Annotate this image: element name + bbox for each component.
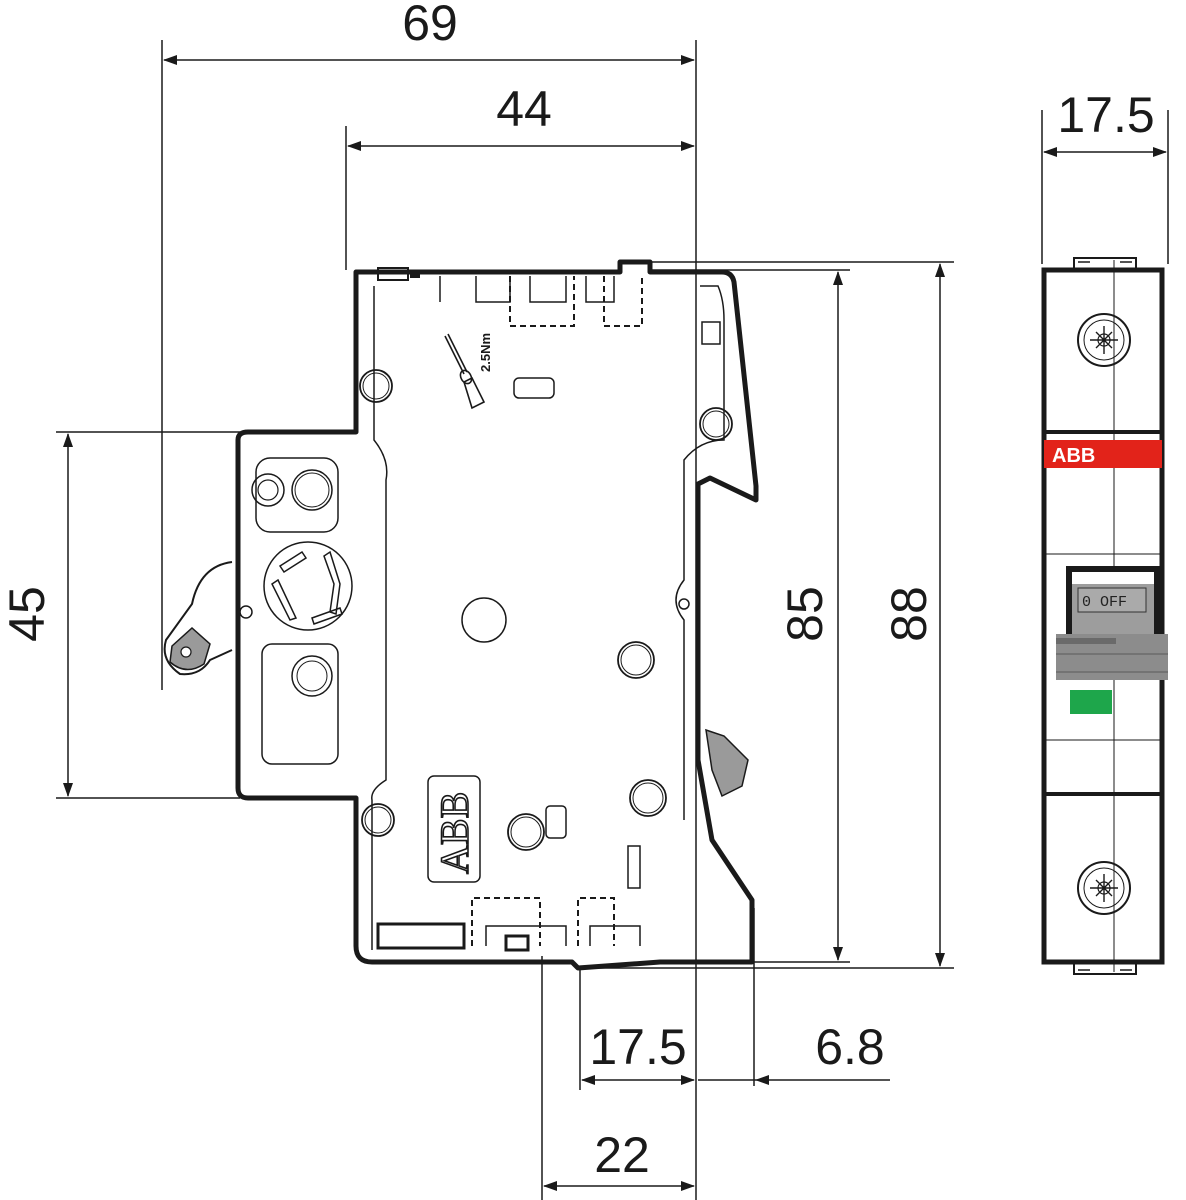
din-clip (705, 728, 749, 798)
status-indicator (1070, 690, 1112, 714)
screwdriver-icon (444, 333, 486, 410)
dim-front-width: 17.5 (1057, 87, 1154, 143)
top-screw-icon (1077, 313, 1131, 367)
dim-mounting-height: 45 (0, 586, 55, 642)
dim-overall-height: 88 (881, 586, 937, 642)
brand-band (1044, 440, 1162, 468)
side-brand-logo: ABB (432, 792, 477, 874)
bottom-screw-icon (1077, 861, 1131, 915)
front-body-outline (1041, 267, 1165, 965)
dim-front-depth: 44 (496, 81, 552, 137)
dim-overall-depth: 69 (402, 0, 458, 51)
front-view: ABB 0 OFF (1041, 110, 1169, 975)
side-body-outline (235, 259, 759, 971)
handle-state-label: 0 OFF (1082, 594, 1127, 611)
dim-body-height: 85 (777, 586, 833, 642)
dim-rail-depth: 22 (594, 1127, 650, 1183)
torque-label: 2.5Nm (478, 333, 493, 372)
side-view: 2.5Nm ABB (163, 259, 759, 971)
dimension-lines (56, 40, 954, 1200)
dim-bottom-offset: 17.5 (589, 1019, 686, 1075)
front-brand-logo: ABB (1052, 445, 1095, 467)
toggle-handle: 0 OFF (1056, 566, 1168, 680)
dim-rail-offset: 6.8 (815, 1019, 885, 1075)
